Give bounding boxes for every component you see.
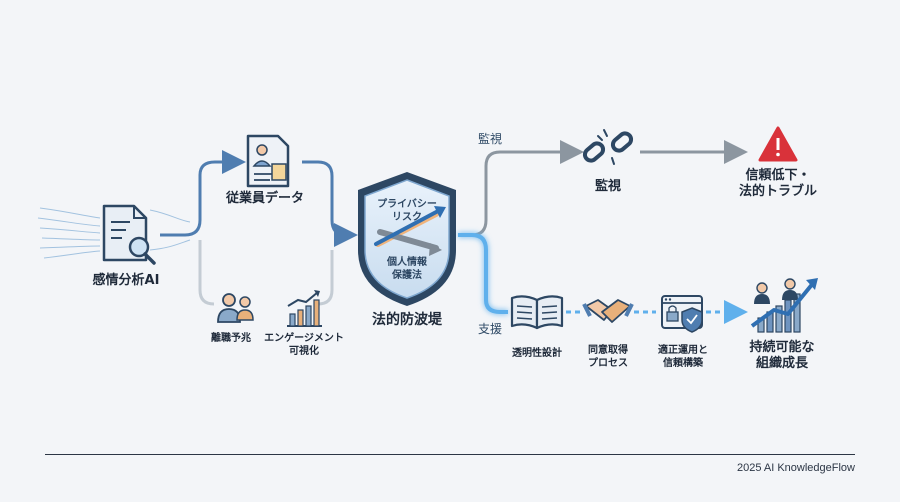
business-growth-icon: [750, 278, 818, 333]
footer-credit: 2025 AI KnowledgeFlow: [736, 462, 855, 474]
employee-document-icon: [246, 134, 290, 188]
data-stream-lines: [37, 207, 191, 259]
attrition-label: 離職予兆: [211, 333, 251, 344]
growth-label: 持続可能な 組織成長: [749, 340, 815, 372]
shield-label: 法的防波堤: [372, 312, 442, 328]
transparency-label: 透明性設計: [512, 348, 562, 359]
monitor-label: 監視: [594, 179, 621, 194]
handshake-icon: [582, 299, 634, 323]
consent-label: 同意取得 プロセス: [588, 345, 628, 369]
support-branch-label: 支援: [477, 322, 502, 336]
open-book-icon: [510, 295, 564, 330]
trust-label: 適正運用と 信頼構築: [658, 345, 708, 369]
footer-divider: [45, 454, 855, 455]
shield-icon: [358, 172, 456, 306]
secure-window-icon: [661, 295, 703, 333]
ai-to-employee-connector: [160, 150, 246, 237]
monitor-branch-label: 監視: [477, 132, 502, 146]
distrust-label: 信頼低下・ 法的トラブル: [738, 168, 817, 200]
employee-data-label: 従業員データ: [225, 191, 304, 206]
ai-lower-route-connector: [198, 240, 215, 306]
broken-chain-icon: [582, 129, 634, 165]
employee-to-shield-connector: [302, 160, 358, 247]
shield-protect-text: 個人情報 保護法: [387, 257, 427, 281]
engagement-label: エンゲージメント 可視化: [264, 333, 344, 357]
people-icon: [217, 293, 254, 323]
growth-chart-icon: [287, 290, 322, 327]
ai-label: 感情分析AI: [92, 273, 160, 288]
warning-icon: [758, 126, 798, 162]
lower-route-to-shield-connector: [317, 250, 334, 306]
document-magnifier-icon: [102, 204, 156, 265]
monitor-branch-connector: [458, 140, 584, 237]
support-branch-connector: [458, 233, 508, 314]
shield-risk-text: プライバシー リスク: [377, 199, 437, 223]
